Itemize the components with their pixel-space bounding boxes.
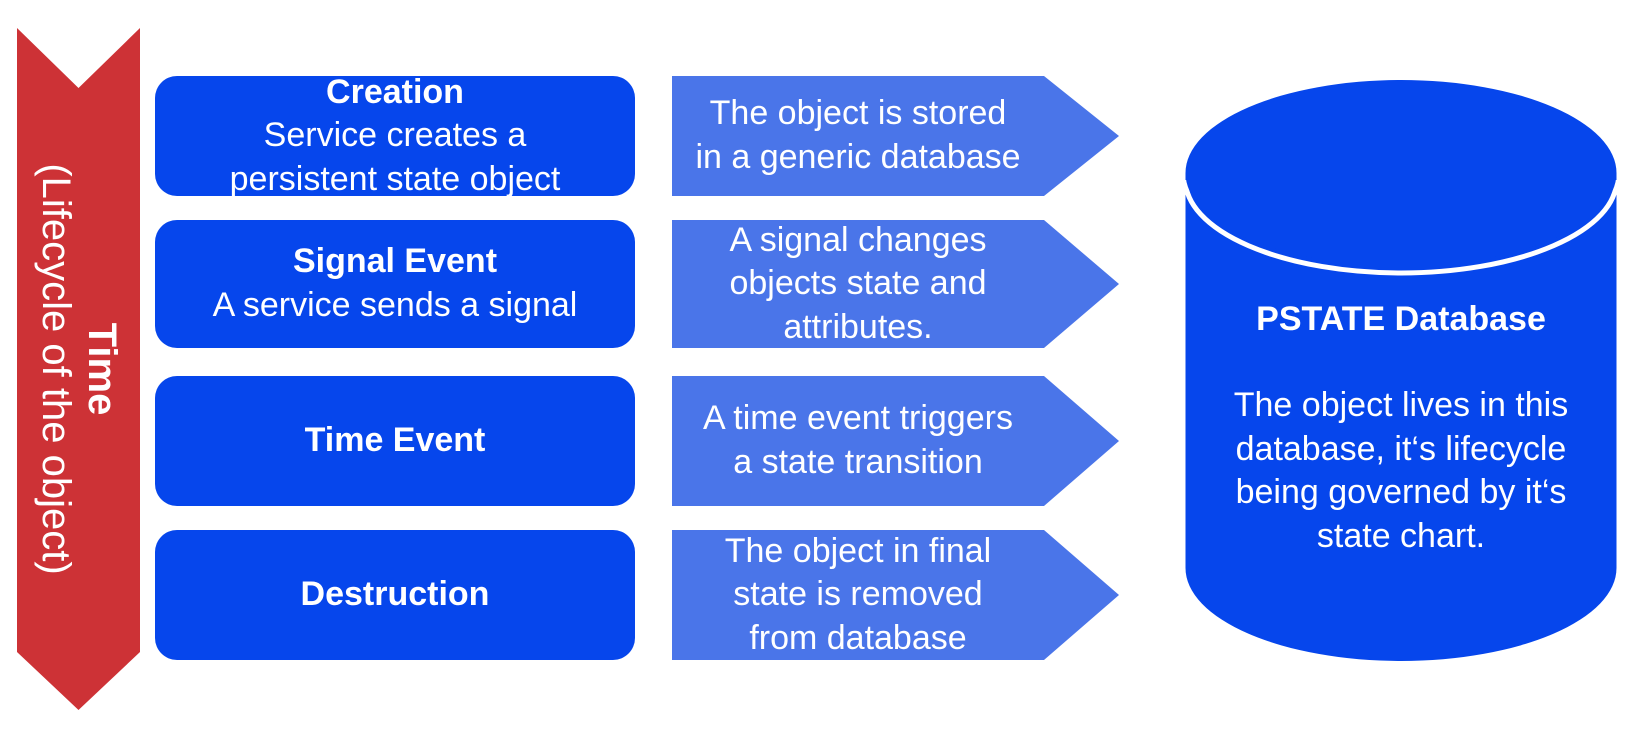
- stage-box-title: Destruction: [300, 575, 490, 614]
- database-title: PSTATE Database: [1256, 300, 1546, 338]
- time-banner-title: Time: [79, 322, 124, 416]
- time-banner-arrow-icon: [17, 28, 140, 710]
- stage-box-description: A service sends a signal: [212, 286, 578, 324]
- time-banner-label: Time (Lifecycle of the object): [33, 29, 125, 709]
- time-banner-subtitle: (Lifecycle of the object): [33, 163, 78, 575]
- stage-box-time-event: Time Event: [155, 376, 635, 506]
- stage-box-title: Time Event: [304, 421, 486, 460]
- stage-box-title: Signal Event: [292, 242, 498, 281]
- stage-box-title: Creation: [326, 72, 464, 111]
- time-banner: Time (Lifecycle of the object): [17, 28, 140, 710]
- stage-box-signal-event: Signal Event A service sends a signal: [155, 220, 635, 348]
- database-cylinder-icon: [1183, 80, 1619, 661]
- stage-box-destruction: Destruction: [155, 530, 635, 660]
